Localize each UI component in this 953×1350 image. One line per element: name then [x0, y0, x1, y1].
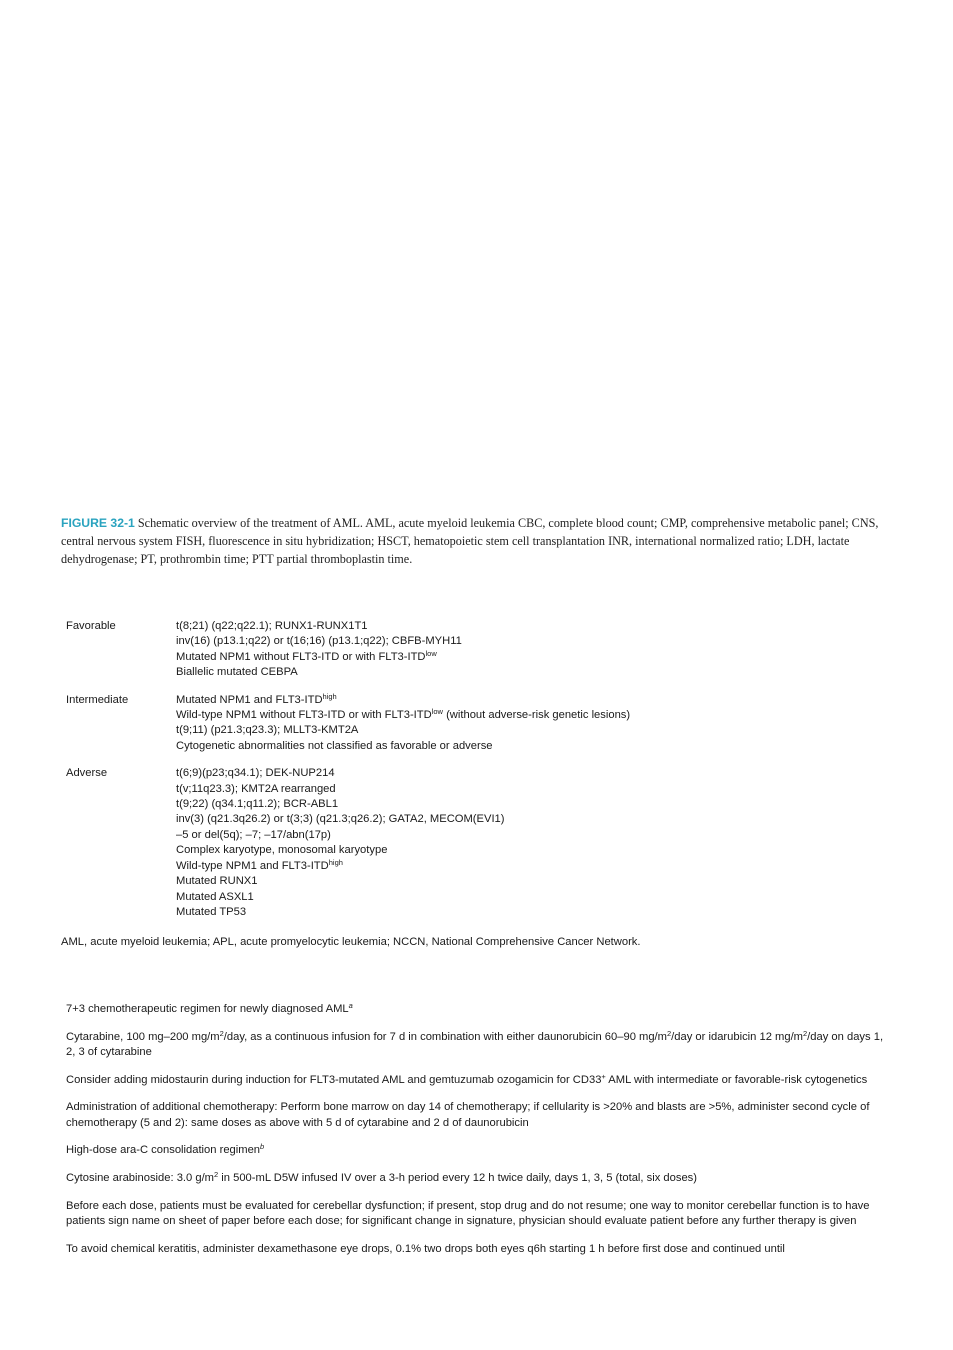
risk-classification-table: Favorable t(8;21) (q22;q22.1); RUNX1-RUN… [66, 619, 896, 932]
risk-items: t(6;9)(p23;q34.1); DEK-NUP214 t(v;11q23.… [176, 766, 896, 920]
superscript: high [328, 857, 343, 867]
risk-items: Mutated NPM1 and FLT3-ITDhigh Wild-type … [176, 691, 896, 755]
superscript: low [425, 648, 437, 658]
risk-item-text: Wild-type NPM1 without FLT3-ITD or with … [176, 709, 432, 722]
risk-item: Mutated ASXL1 [176, 890, 254, 903]
regimen-paragraph: Administration of additional chemotherap… [66, 1101, 870, 1129]
risk-item: –5 or del(5q); –7; –17/abn(17p) [176, 828, 331, 841]
regimen-paragraph: Cytosine arabinoside: 3.0 g/m2 in 500-mL… [66, 1171, 888, 1186]
risk-category-label: Adverse [66, 767, 108, 780]
risk-item: Wild-type NPM1 and FLT3-ITDhigh [176, 857, 896, 874]
risk-item: t(8;21) (q22;q22.1); RUNX1-RUNX1T1 [176, 620, 368, 632]
risk-category-label: Intermediate [66, 693, 129, 706]
paragraph-text: High-dose ara-C consolidation regimen [66, 1144, 261, 1157]
paragraph-text: /day on days 1, 2, 3 of cytarabine [66, 1030, 884, 1058]
figure-label: FIGURE 32-1 [61, 516, 135, 530]
superscript: + [601, 1071, 606, 1081]
risk-group-favorable: Favorable t(8;21) (q22;q22.1); RUNX1-RUN… [66, 619, 896, 681]
risk-item: Biallelic mutated CEBPA [176, 666, 298, 679]
regimen-paragraph: Cytarabine, 100 mg–200 mg/m2/day, as a c… [66, 1028, 888, 1061]
risk-item: Wild-type NPM1 without FLT3-ITD or with … [176, 708, 896, 723]
superscript: b [260, 1142, 265, 1152]
regimen-paragraph: Before each dose, patients must be evalu… [66, 1199, 870, 1228]
paragraph-text: AML with intermediate or favorable-risk … [605, 1073, 868, 1086]
regimen-section: 7+3 chemotherapeutic regimen for newly d… [66, 1002, 888, 1269]
superscript: 2 [214, 1170, 219, 1180]
risk-group-intermediate: Intermediate Mutated NPM1 and FLT3-ITDhi… [66, 691, 896, 755]
risk-item: Mutated NPM1 without FLT3-ITD or with FL… [176, 650, 896, 665]
paragraph-text: /day or idarubicin 12 mg/m [671, 1030, 803, 1043]
superscript: 2 [803, 1028, 808, 1038]
risk-item: Mutated RUNX1 [176, 875, 258, 888]
figure-caption-text: Schematic overview of the treatment of A… [61, 516, 879, 566]
paragraph-text: Cytosine arabinoside: 3.0 g/m [66, 1172, 215, 1185]
risk-item-text: (without adverse-risk genetic lesions) [442, 709, 631, 722]
figure-caption: FIGURE 32-1 Schematic overview of the tr… [61, 514, 896, 568]
risk-item: inv(16) (p13.1;q22) or t(16;16) (p13.1;q… [176, 635, 462, 648]
superscript: high [322, 691, 337, 701]
regimen-paragraph: 7+3 chemotherapeutic regimen for newly d… [66, 1002, 888, 1017]
regimen-paragraph: High-dose ara-C consolidation regimenb [66, 1143, 888, 1158]
paragraph-text: Cytarabine, 100 mg–200 mg/m [66, 1030, 220, 1043]
regimen-paragraph: Consider adding midostaurin during induc… [66, 1071, 888, 1088]
risk-item: inv(3) (q21.3q26.2) or t(3;3) (q21.3;q26… [176, 813, 505, 826]
risk-item-text: Wild-type NPM1 and FLT3-ITD [176, 859, 329, 872]
paragraph-text: 7+3 chemotherapeutic regimen for newly d… [66, 1003, 349, 1015]
risk-item: Mutated NPM1 and FLT3-ITDhigh [176, 691, 896, 708]
superscript: 2 [667, 1028, 672, 1038]
risk-category-label: Favorable [66, 620, 116, 632]
paragraph-text: /day, as a continuous infusion for 7 d i… [223, 1030, 667, 1043]
paragraph-text: Consider adding midostaurin during induc… [66, 1073, 602, 1086]
risk-item: t(v;11q23.3); KMT2A rearranged [176, 782, 336, 795]
risk-group-adverse: Adverse t(6;9)(p23;q34.1); DEK-NUP214 t(… [66, 766, 896, 920]
risk-item: t(9;11) (p21.3;q23.3); MLLT3-KMT2A [176, 724, 359, 737]
risk-item: Mutated TP53 [176, 905, 247, 918]
risk-item: Complex karyotype, monosomal karyotype [176, 844, 388, 857]
superscript: a [348, 1001, 353, 1010]
risk-items: t(8;21) (q22;q22.1); RUNX1-RUNX1T1 inv(1… [176, 619, 896, 681]
paragraph-text: in 500-mL D5W infused IV over a 3-h peri… [218, 1172, 697, 1185]
risk-item: t(9;22) (q34.1;q11.2); BCR-ABL1 [176, 798, 339, 811]
table-footnote: AML, acute myeloid leukemia; APL, acute … [61, 936, 641, 948]
risk-item-text: Mutated NPM1 and FLT3-ITD [176, 693, 323, 706]
regimen-paragraph: To avoid chemical keratitis, administer … [66, 1242, 785, 1255]
risk-item: t(6;9)(p23;q34.1); DEK-NUP214 [176, 767, 335, 780]
risk-item-text: Mutated NPM1 without FLT3-ITD or with FL… [176, 650, 426, 663]
risk-item: Cytogenetic abnormalities not classified… [176, 739, 493, 752]
superscript: low [431, 707, 443, 717]
superscript: 2 [219, 1028, 224, 1038]
